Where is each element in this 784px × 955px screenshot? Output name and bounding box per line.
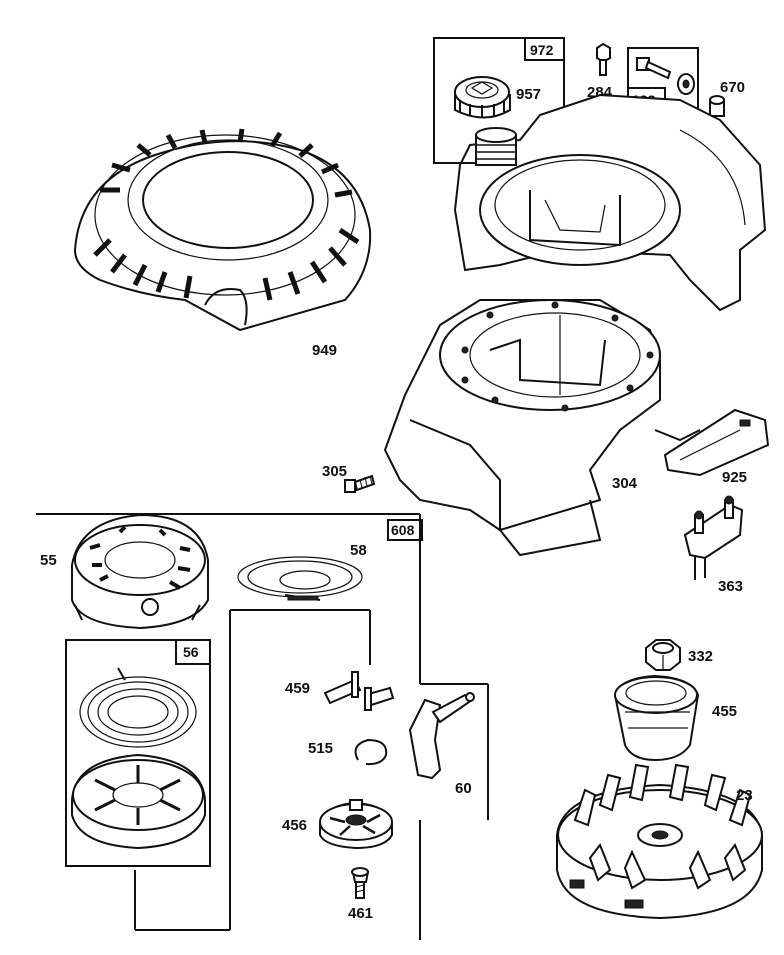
spacer-670-part[interactable] [709, 95, 725, 117]
label-363: 363 [718, 578, 743, 595]
blower-housing-part[interactable] [383, 299, 701, 557]
starter-dog-part[interactable] [323, 671, 395, 711]
screw-461-part[interactable] [351, 867, 370, 899]
screw-305-part[interactable] [344, 474, 376, 493]
label-608: 608 [391, 522, 415, 538]
pulley-part[interactable] [71, 753, 206, 850]
pulley-spring-part[interactable] [79, 667, 197, 748]
label-305: 305 [322, 463, 347, 480]
label-332: 332 [688, 648, 713, 665]
label-972: 972 [530, 42, 554, 58]
label-456: 456 [282, 817, 307, 834]
label-23: 23 [736, 787, 753, 804]
label-515: 515 [308, 740, 333, 757]
group-608-bracket [36, 513, 489, 940]
fuel-tank-part[interactable] [453, 93, 767, 312]
label-957: 957 [516, 86, 541, 103]
guard-925-part[interactable] [663, 408, 770, 477]
starter-cup-part[interactable] [319, 799, 393, 850]
label-455: 455 [712, 703, 737, 720]
box-56 [65, 639, 211, 867]
clutch-cup-part[interactable] [613, 674, 700, 762]
label-56: 56 [183, 644, 199, 660]
starter-housing-part[interactable] [71, 513, 209, 630]
label-60: 60 [455, 780, 472, 797]
fuel-cap-part[interactable] [454, 76, 511, 119]
flywheel-part[interactable] [556, 763, 763, 920]
label-304: 304 [612, 475, 638, 492]
starter-handle-part[interactable] [408, 692, 475, 780]
label-949: 949 [312, 342, 337, 359]
rotating-screen-part[interactable] [73, 128, 372, 332]
label-670: 670 [720, 79, 745, 96]
label-925: 925 [722, 469, 747, 486]
bracket-363-part[interactable] [683, 495, 744, 580]
rewind-spring-part[interactable] [237, 556, 363, 601]
nut-332-part[interactable] [645, 639, 681, 671]
retainer-ring-part[interactable] [354, 738, 388, 766]
bolt-washer-part[interactable] [636, 57, 695, 95]
label-55: 55 [40, 552, 57, 569]
label-58: 58 [350, 542, 367, 559]
bolt-284-part[interactable] [596, 42, 611, 76]
label-461: 461 [348, 905, 373, 922]
label-459: 459 [285, 680, 310, 697]
